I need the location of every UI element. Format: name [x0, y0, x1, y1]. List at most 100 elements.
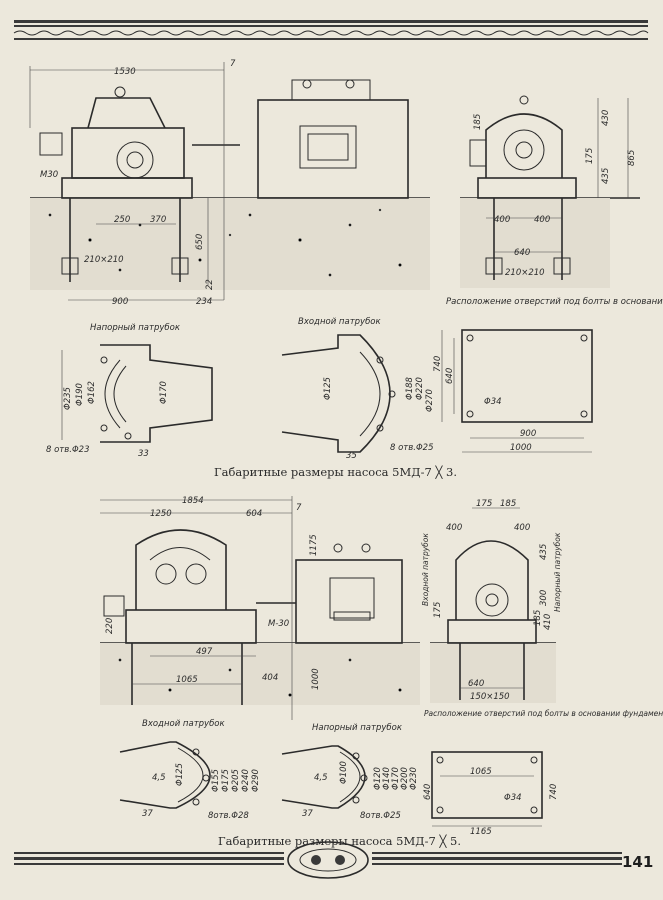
inlet-holes: 8 отв.Φ25 — [390, 443, 433, 453]
bs-dim-435: 435 — [539, 544, 549, 560]
bs-dim-175: 175 — [476, 499, 492, 509]
side-dim-430: 430 — [601, 110, 611, 126]
bottom-pump-front-view: 1854 1250 604 7 1175 М-30 220 497 1065 4… — [100, 496, 420, 720]
top-pump-front-view: 1530 7 М30 250 370 210×210 650 22 900 23… — [29, 59, 430, 307]
plate-d34: Φ34 — [484, 397, 502, 407]
b-dim-604: 604 — [246, 509, 262, 519]
dim-1530: 1530 — [114, 67, 136, 77]
caption-bottom: Габаритные размеры насоса 5МД-7 ╳ 5. — [218, 834, 461, 848]
dim-210x210: 210×210 — [84, 255, 124, 265]
outlet-d162: Φ162 — [87, 381, 97, 404]
b-dim-1854: 1854 — [182, 496, 204, 506]
bo-d120: Φ120 — [373, 767, 383, 790]
bottom-outlet-nozzle: Напорный патрубок 4,5 Φ100 Φ120 Φ140 Φ17… — [281, 723, 419, 821]
bp-d1165: 1165 — [470, 827, 492, 837]
b-dim-220: 220 — [105, 618, 115, 634]
b-dim-404: 404 — [262, 673, 278, 683]
bottom-foundation-plate: 1065 640 740 Φ34 1165 — [423, 751, 559, 837]
top-inlet-label: Входной патрубок — [298, 317, 382, 327]
bs-dim-400a: 400 — [446, 523, 462, 533]
bo-d100: Φ100 — [339, 761, 349, 784]
inlet-d35: 35 — [346, 451, 357, 461]
side-dim-210x210: 210×210 — [505, 268, 545, 278]
top-outlet-label: Напорный патрубок — [90, 323, 181, 333]
bs-side-inlet-label: Входной патрубок — [421, 533, 430, 606]
bi-d155: Φ155 — [211, 769, 221, 792]
bs-dim-175b: 175 — [433, 602, 443, 618]
side-dim-640: 640 — [514, 248, 530, 258]
bs-side-outlet-label: Напорный патрубок — [553, 532, 562, 612]
bp-d34: Φ34 — [504, 793, 522, 803]
bottom-plate-note: Расположение отверстий под болты в основ… — [424, 709, 663, 718]
plate-d1000: 1000 — [510, 443, 532, 453]
side-dim-865: 865 — [627, 150, 637, 166]
bottom-inlet-label: Входной патрубок — [142, 719, 226, 729]
bp-d740: 740 — [549, 784, 559, 800]
side-dim-400b: 400 — [534, 215, 550, 225]
label-m30: М30 — [40, 170, 58, 180]
b-dim-1250: 1250 — [150, 509, 172, 519]
bp-d1065: 1065 — [470, 767, 492, 777]
dim-7: 7 — [230, 59, 236, 69]
inlet-d220: Φ220 — [415, 377, 425, 400]
dim-234: 234 — [196, 297, 212, 307]
bo-d200: Φ200 — [400, 767, 410, 790]
bottom-pump-side-view: 175 185 400 400 435 300 185 410 175 Вход… — [421, 499, 663, 718]
plate-d640: 640 — [445, 368, 455, 384]
bo-d230: Φ230 — [409, 767, 419, 790]
b-dim-497: 497 — [196, 647, 213, 657]
bi-d240: Φ240 — [241, 769, 251, 792]
outlet-d170: Φ170 — [159, 381, 169, 404]
dim-22: 22 — [205, 279, 215, 290]
side-dim-435: 435 — [601, 168, 611, 184]
bs-dim-640: 640 — [468, 679, 484, 689]
bs-dim-150x150: 150×150 — [470, 692, 510, 702]
bs-dim-400b: 400 — [514, 523, 530, 533]
bo-d37: 37 — [302, 809, 313, 819]
bs-dim-185: 185 — [500, 499, 516, 509]
top-inlet-nozzle: Входной патрубок Φ125 Φ188 Φ220 Φ270 8 о… — [281, 317, 435, 461]
b-dim-1000: 1000 — [311, 668, 321, 690]
bottom-ornamental-border — [14, 841, 622, 879]
bp-d640: 640 — [423, 784, 433, 800]
dim-900: 900 — [112, 297, 128, 307]
top-plate-note: Расположение отверстий под болты в основ… — [446, 297, 663, 307]
outlet-d235: Φ235 — [63, 387, 73, 410]
dim-370: 370 — [150, 215, 166, 225]
bottom-outlet-label: Напорный патрубок — [312, 723, 403, 733]
b-dim-1065: 1065 — [176, 675, 198, 685]
side-dim-175: 175 — [585, 148, 595, 164]
bi-holes: 8отв.Φ28 — [208, 811, 249, 821]
inlet-d125: Φ125 — [323, 377, 333, 400]
outlet-holes: 8 отв.Φ23 — [46, 445, 89, 455]
dim-650: 650 — [195, 234, 205, 250]
outlet-d33: 33 — [138, 449, 149, 459]
b-label-m30: М-30 — [268, 619, 289, 629]
caption-top: Габаритные размеры насоса 5МД-7 ╳ 3. — [214, 465, 457, 479]
bo-holes: 8отв.Φ25 — [360, 811, 401, 821]
bs-dim-410: 410 — [543, 614, 553, 630]
top-foundation-plate: 740 640 Φ34 900 1000 — [433, 329, 593, 453]
bs-dim-185b: 185 — [533, 610, 543, 626]
top-ornamental-border — [13, 20, 649, 40]
bi-d37: 37 — [142, 809, 153, 819]
b-dim-7: 7 — [296, 503, 302, 513]
side-dim-185: 185 — [473, 114, 483, 130]
bs-dim-300: 300 — [539, 590, 549, 606]
bi-d175: Φ175 — [221, 769, 231, 792]
top-outlet-nozzle: Напорный патрубок Φ235 Φ190 Φ162 Φ170 8 … — [46, 323, 213, 459]
dim-250: 250 — [114, 215, 130, 225]
plate-d900: 900 — [520, 429, 536, 439]
inlet-d270: Φ270 — [425, 389, 435, 412]
plate-d740: 740 — [433, 356, 443, 372]
bi-d45: 4,5 — [152, 773, 166, 783]
bottom-inlet-nozzle: Входной патрубок 4,5 Φ125 Φ155 Φ175 Φ205… — [119, 719, 261, 821]
side-dim-400a: 400 — [494, 215, 510, 225]
bi-d205: Φ205 — [231, 769, 241, 792]
bo-d170: Φ170 — [391, 767, 401, 790]
bo-d140: Φ140 — [382, 767, 392, 790]
top-pump-side-view: 185 430 865 175 435 400 400 640 210×210 … — [446, 95, 663, 307]
bo-d45: 4,5 — [314, 773, 328, 783]
